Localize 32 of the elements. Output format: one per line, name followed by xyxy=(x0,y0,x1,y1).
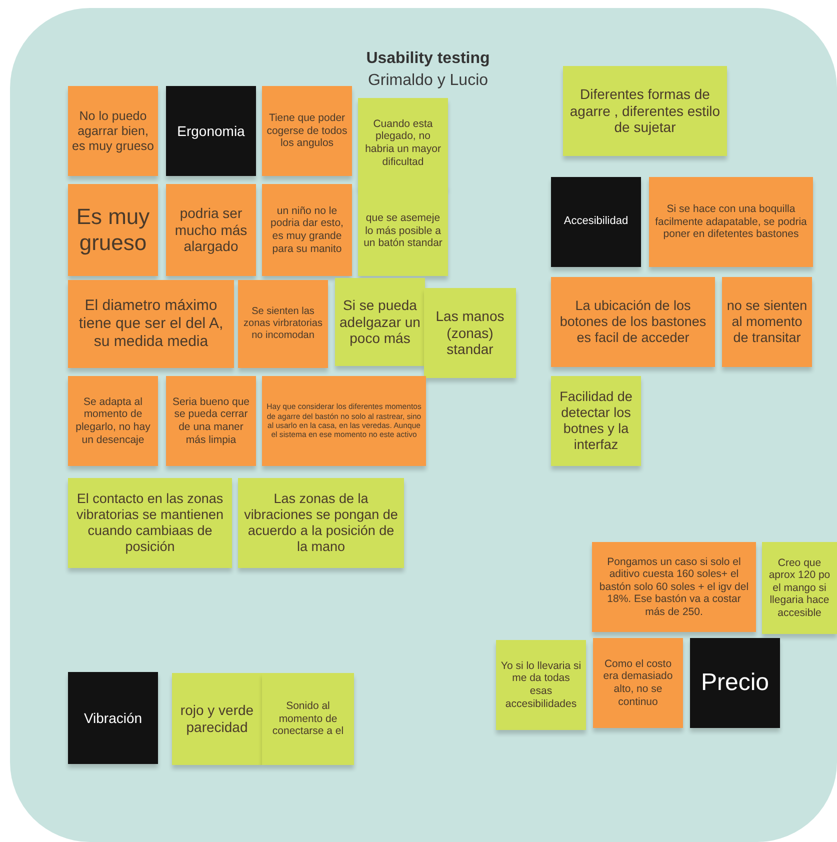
sticky-note: Si se hace con una boquilla facilmente adapatable, se podria poner en difetentes bastones xyxy=(649,177,813,267)
sticky-note: Las zonas de la vibraciones se pongan de acuerdo a la posición de la mano xyxy=(238,478,404,568)
sticky-note: Yo si lo llevaria si me da todas esas accesibilidades xyxy=(496,640,586,730)
sticky-note: un niño no le podria dar esto, es muy grande para su manito xyxy=(262,184,352,276)
category-note: Vibración xyxy=(68,672,158,764)
sticky-note: El diametro máximo tiene que ser el del A, su medida media xyxy=(68,280,234,368)
sticky-note: no se sienten al momento de transitar xyxy=(722,277,812,367)
sticky-note: que se asemeje lo más posible a un batón standar xyxy=(358,186,448,276)
category-note: Ergonomia xyxy=(166,86,256,176)
sticky-note: Se adapta al momento de plegarlo, no hay un desencaje xyxy=(68,376,158,466)
sticky-note: rojo y verde parecidad xyxy=(172,673,262,765)
sticky-note: Pongamos un caso si solo el aditivo cuesta 160 soles+ el bastón solo 60 soles + el igv del 18%. Ese bastón va a costar más de 250. xyxy=(592,542,756,632)
sticky-note: Facilidad de detectar los botnes y la interfaz xyxy=(551,376,641,466)
sticky-note: Se sienten las zonas virbratorias no incomodan xyxy=(238,280,328,368)
sticky-note: Seria bueno que se pueda cerrar de una maner más limpia xyxy=(166,376,256,466)
sticky-note: La ubicación de los botones de los bastones es facil de acceder xyxy=(551,277,715,367)
board-subtitle: Grimaldo y Lucio xyxy=(366,72,490,90)
sticky-note: podria ser mucho más alargado xyxy=(166,184,256,276)
sticky-note: Como el costo era demasiado alto, no se continuo xyxy=(593,638,683,728)
sticky-note: Las manos (zonas) standar xyxy=(424,288,516,378)
sticky-note: Tiene que poder cogerse de todos los angulos xyxy=(262,86,352,176)
sticky-note: Creo que aprox 120 po el mango si llegaria hace accesible xyxy=(762,542,837,634)
sticky-note: Sonido al momento de conectarse a el xyxy=(262,673,354,765)
sticky-note: El contacto en las zonas vibratorias se mantienen cuando cambiaas de posición xyxy=(68,478,232,568)
sticky-note: Si se pueda adelgazar un poco más xyxy=(335,278,425,366)
sticky-note: No lo puedo agarrar bien, es muy grueso xyxy=(68,86,158,176)
board-title: Usability testing xyxy=(365,50,491,68)
category-note: Precio xyxy=(690,638,780,728)
sticky-note: Es muy grueso xyxy=(68,184,158,276)
sticky-note: Cuando esta plegado, no habria un mayor dificultad xyxy=(358,98,448,188)
category-note: Accesibilidad xyxy=(551,177,641,267)
sticky-note: Diferentes formas de agarre , diferentes estilo de sujetar xyxy=(563,66,727,156)
